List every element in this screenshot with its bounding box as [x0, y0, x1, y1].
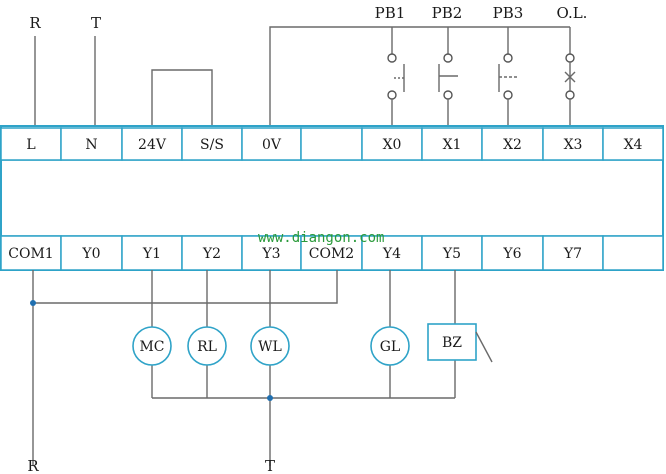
terminal-bottom-label-y0: Y0 — [81, 246, 100, 262]
label-t-bottom: T — [265, 457, 275, 474]
bottom-terminal-strip: COM1 Y0 Y1 Y2 Y3 COM2 Y4 Y5 Y6 Y7 — [0, 235, 664, 271]
load-wl: WL — [250, 326, 290, 366]
terminal-bottom-y5 — [421, 235, 483, 271]
switch-overload — [564, 27, 576, 128]
wire-com-bus — [33, 270, 338, 304]
terminal-top-s-s — [181, 127, 243, 161]
terminal-top-label-x2: X2 — [503, 137, 522, 153]
label-pb3: PB3 — [493, 4, 524, 22]
terminal-bottom-com2 — [300, 235, 363, 271]
label-t-top: T — [91, 14, 101, 32]
svg-text:MC: MC — [139, 339, 164, 355]
label-pb2: PB2 — [432, 4, 463, 22]
terminal-top-l — [0, 127, 62, 161]
terminal-bottom-label-com1: COM1 — [8, 246, 53, 262]
junction-com — [30, 300, 36, 306]
terminal-top-x2 — [481, 127, 544, 161]
load-bz: BZ — [427, 323, 493, 363]
switch-pb2 — [438, 27, 458, 128]
terminal-top-label-x0: X0 — [383, 137, 402, 153]
terminal-top-label-x4: X4 — [624, 137, 643, 153]
terminal-bottom-label-y6: Y6 — [502, 246, 521, 262]
svg-text:WL: WL — [258, 339, 282, 355]
label-r-bottom: R — [27, 457, 39, 474]
terminal-top-x1 — [421, 127, 483, 161]
junction-return — [267, 395, 273, 401]
terminal-bottom-y3 — [241, 235, 302, 271]
wire-0v-bus — [269, 26, 570, 128]
terminal-top-blank-5 — [300, 127, 363, 161]
terminal-bottom-y7 — [542, 235, 604, 271]
label-r-top: R — [29, 14, 41, 32]
label-ol: O.L. — [557, 4, 588, 22]
terminal-top-label-l: L — [26, 137, 35, 153]
terminal-top-x0 — [361, 127, 423, 161]
terminal-top-label-x1: X1 — [443, 137, 462, 153]
terminal-bottom-label-y7: Y7 — [563, 246, 582, 262]
load-gl: GL — [370, 326, 410, 366]
watermark: www.diangon.com — [258, 230, 384, 246]
terminal-bottom-com1 — [0, 235, 62, 271]
terminal-bottom-label-com2: COM2 — [309, 246, 354, 262]
terminal-top-label-n: N — [85, 137, 97, 153]
terminal-top-24v — [121, 127, 183, 161]
terminal-top-label-24v: 24V — [138, 137, 167, 153]
terminal-top-label-s-s: S/S — [200, 137, 224, 153]
terminal-bottom-label-y4: Y4 — [382, 246, 401, 262]
load-mc: MC — [132, 326, 172, 366]
svg-text:BZ: BZ — [442, 335, 462, 351]
top-terminal-strip: L N 24V S/S 0V X0 X1 X2 X3 X4 — [0, 127, 664, 161]
terminal-top-label-x3: X3 — [564, 137, 583, 153]
terminal-bottom-label-y1: Y1 — [142, 246, 161, 262]
svg-text:GL: GL — [380, 339, 400, 355]
load-rl: RL — [187, 326, 227, 366]
jumper-24v-ss — [151, 69, 213, 128]
terminal-bottom-y1 — [121, 235, 183, 271]
terminal-top-label-0v: 0V — [262, 137, 282, 153]
terminal-bottom-label-y5: Y5 — [442, 246, 461, 262]
terminal-bottom-blank-10 — [602, 235, 664, 271]
svg-text:RL: RL — [197, 339, 217, 355]
terminal-top-n — [60, 127, 123, 161]
terminal-bottom-y4 — [361, 235, 423, 271]
terminal-bottom-label-y3: Y3 — [261, 246, 280, 262]
terminal-bottom-label-y2: Y2 — [202, 246, 221, 262]
switch-pb1 — [387, 27, 405, 128]
switch-pb3 — [498, 27, 517, 128]
terminal-top-x4 — [602, 127, 664, 161]
terminal-bottom-y6 — [481, 235, 544, 271]
label-pb1: PB1 — [375, 4, 406, 22]
